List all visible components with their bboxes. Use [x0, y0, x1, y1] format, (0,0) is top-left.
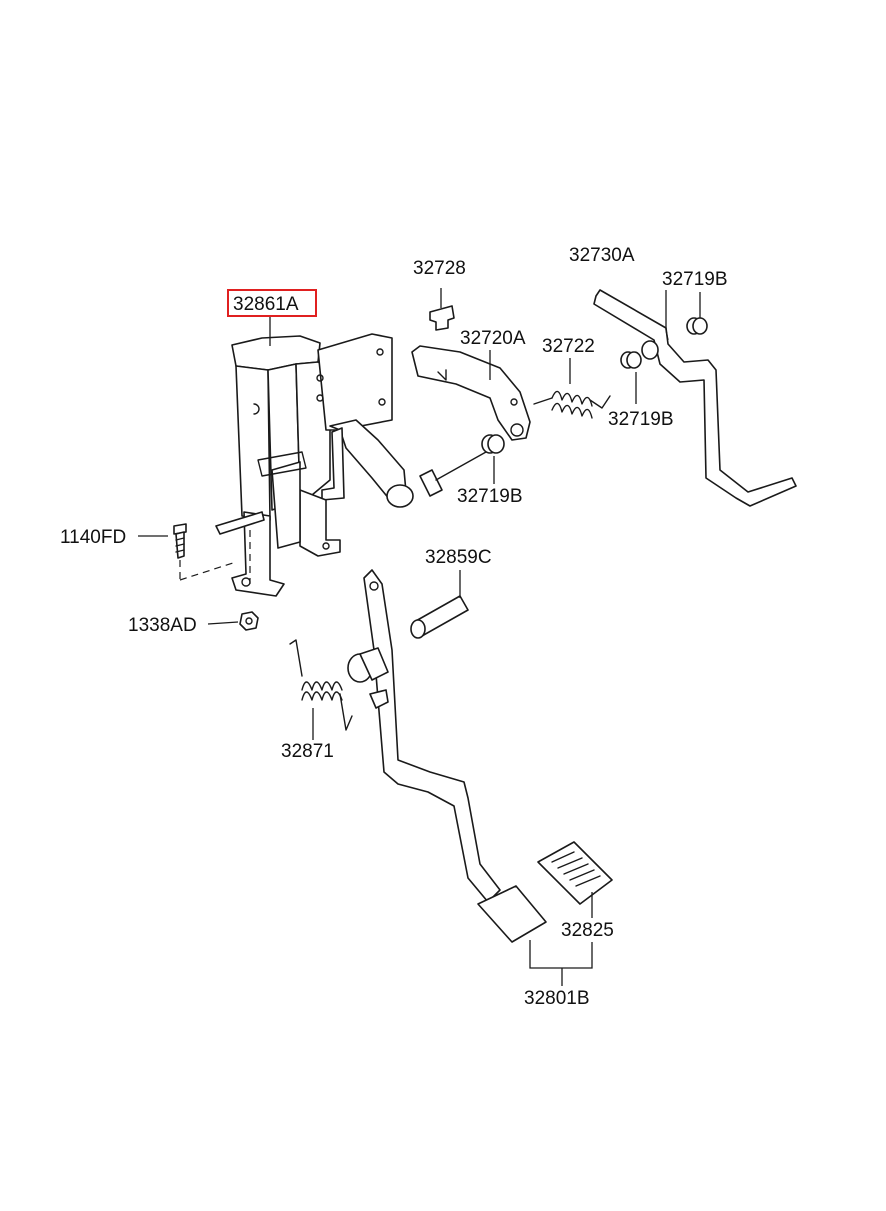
pedal-pad-drawing [537, 841, 613, 905]
rod-drawing [593, 289, 797, 507]
leader-lines [138, 288, 701, 986]
bushings-drawing [481, 317, 708, 454]
spring-32871-drawing [289, 639, 353, 731]
label-32722[interactable]: 32722 [542, 336, 595, 357]
pivot-pin-drawing [386, 451, 487, 508]
label-32861A[interactable]: 32861A [233, 294, 299, 315]
spring-32722-drawing [533, 390, 611, 419]
label-1338AD[interactable]: 1338AD [128, 615, 197, 636]
pedal-bracket-drawing [215, 333, 407, 597]
label-32730A[interactable]: 32730A [569, 245, 635, 266]
label-32719B-mid[interactable]: 32719B [608, 409, 674, 430]
clip-drawing [429, 305, 455, 331]
label-32859C[interactable]: 32859C [425, 547, 492, 568]
highlight-box [227, 289, 317, 317]
label-32720A[interactable]: 32720A [460, 328, 526, 349]
label-32871[interactable]: 32871 [281, 741, 334, 762]
pin-32859C-drawing [410, 595, 469, 639]
label-32719B-top[interactable]: 32719B [662, 269, 728, 290]
pedal-arm-drawing [347, 569, 547, 943]
lever-drawing [411, 345, 531, 441]
part-labels: 32861A 32728 32720A 32722 32730A 32719B … [60, 245, 728, 1009]
bolt-nut-drawing [173, 523, 259, 631]
label-32801B[interactable]: 32801B [524, 988, 590, 1009]
label-32825[interactable]: 32825 [561, 920, 614, 941]
label-32728[interactable]: 32728 [413, 258, 466, 279]
label-1140FD[interactable]: 1140FD [60, 527, 126, 548]
label-32719B-low[interactable]: 32719B [457, 486, 523, 507]
